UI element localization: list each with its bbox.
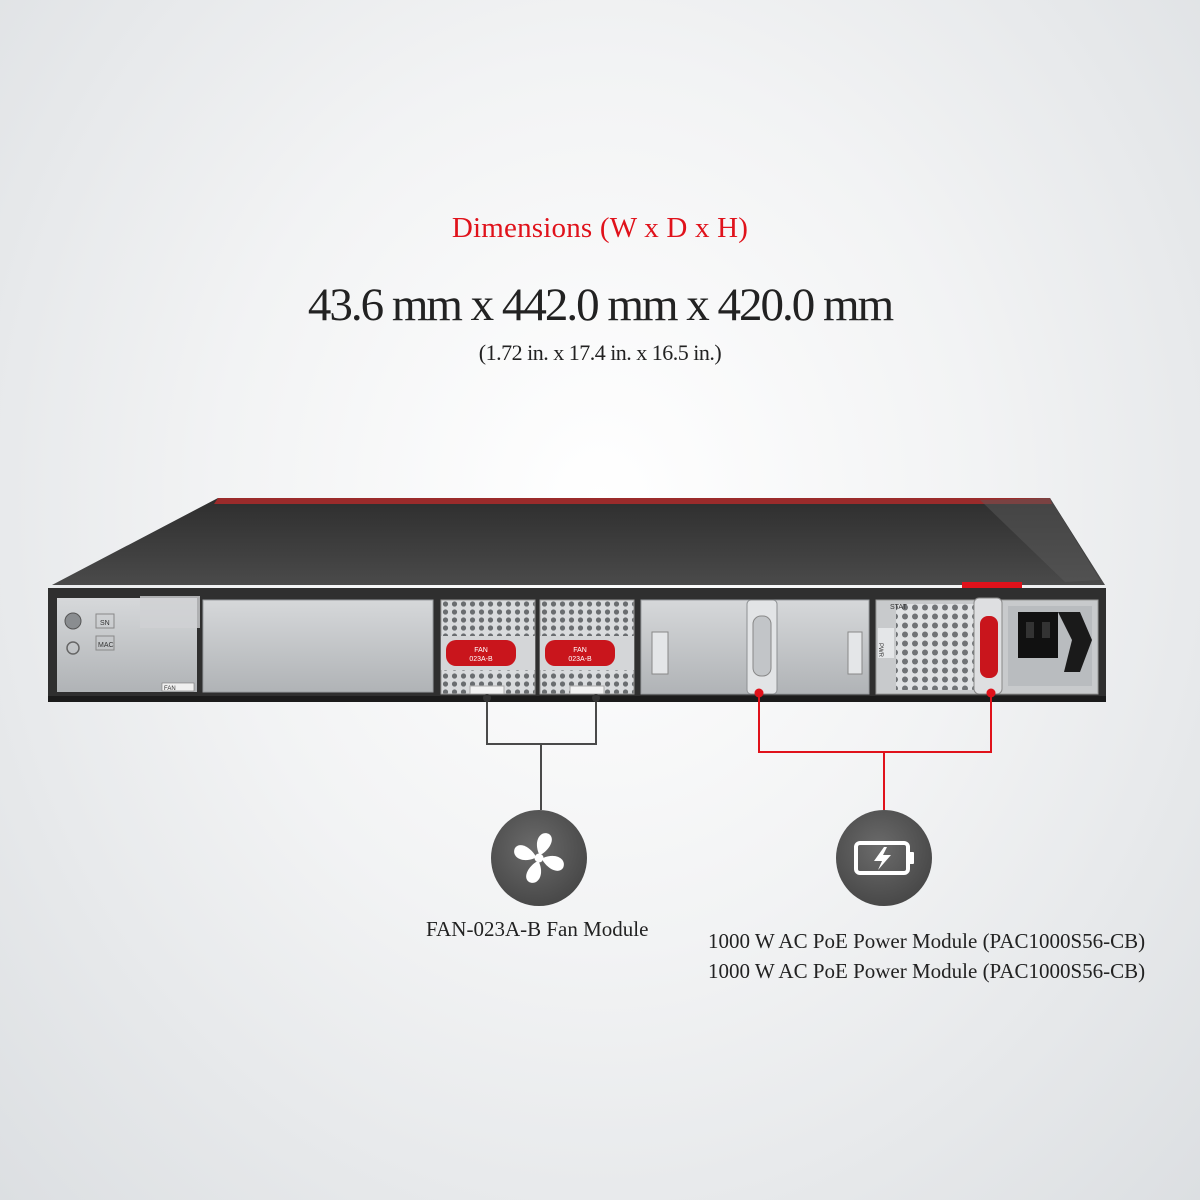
- fan-callout-icon: [491, 810, 587, 906]
- fan-2-label-1: FAN: [573, 647, 587, 654]
- mac-label: MAC: [98, 642, 114, 649]
- psu-pwr-label: PWR: [877, 643, 883, 658]
- dimensions-title: Dimensions (W x D x H): [451, 212, 749, 244]
- chassis-top: [52, 498, 1105, 588]
- power-callout-dot-2: [986, 688, 996, 698]
- power-slot-1[interactable]: [640, 599, 870, 695]
- sn-label: SN: [100, 620, 110, 627]
- fan-slot-label: FAN: [164, 686, 176, 692]
- fan-1-label-2: 023A-B: [469, 656, 493, 663]
- fan-module-1[interactable]: FAN 023A-B: [440, 599, 536, 695]
- power-callout-dot-1: [754, 688, 764, 698]
- fan-1-label-1: FAN: [474, 647, 488, 654]
- power-callout-icon: [836, 810, 932, 906]
- fan-module-2[interactable]: FAN 023A-B: [539, 599, 635, 695]
- blank-expansion-slot: [202, 599, 434, 693]
- battery-charging-icon: [854, 841, 914, 875]
- left-panel: SN MAC FAN: [57, 596, 200, 692]
- dimensions-inches: (1.72 in. x 17.4 in. x 16.5 in.): [478, 340, 722, 365]
- fan-callout-dot-1: [483, 694, 491, 702]
- fan-icon: [514, 833, 564, 883]
- fan-callout-lines: [486, 700, 597, 810]
- psu-stat-label: STAT: [890, 604, 908, 611]
- fan-2-label-2: 023A-B: [568, 656, 592, 663]
- power-module-caption-1: 1000 W AC PoE Power Module (PAC1000S56-C…: [708, 929, 1146, 953]
- power-module-2[interactable]: STAT PWR: [875, 597, 1099, 695]
- dimensions-mm: 43.6 mm x 442.0 mm x 420.0 mm: [307, 279, 894, 331]
- fan-callout-dot-2: [592, 694, 600, 702]
- power-callout-lines: [758, 694, 992, 810]
- power-module-caption-2: 1000 W AC PoE Power Module (PAC1000S56-C…: [708, 959, 1146, 983]
- fan-module-caption: FAN-023A-B Fan Module: [426, 917, 649, 941]
